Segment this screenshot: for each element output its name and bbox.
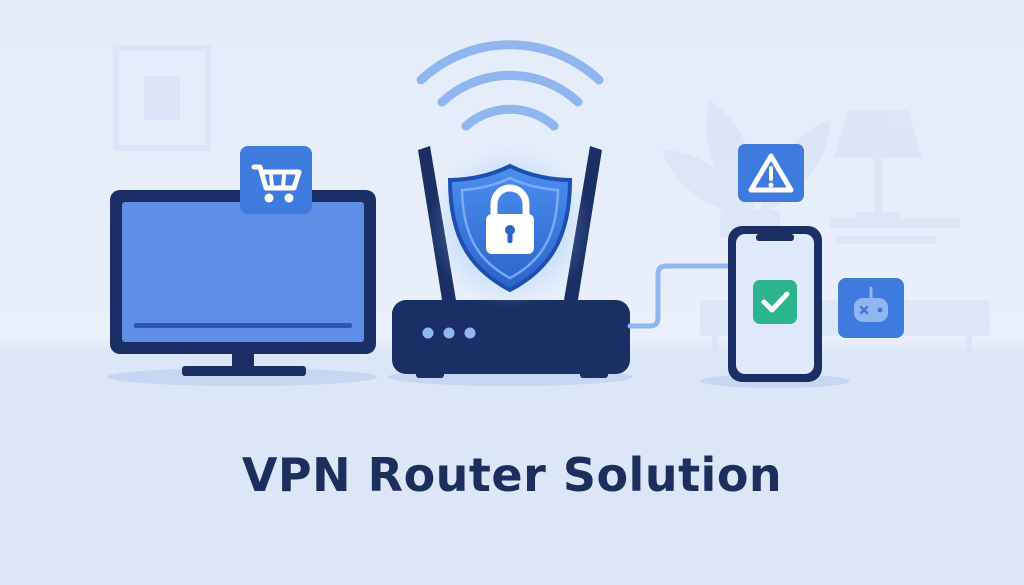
wall-picture-frame (113, 45, 211, 151)
check-icon (753, 280, 797, 324)
shopping-cart-icon (240, 146, 312, 214)
floor (0, 352, 1024, 585)
wifi-signal-icon (416, 40, 604, 131)
shield-lock-icon (428, 144, 592, 308)
cable-connector (627, 263, 735, 329)
router-led (422, 327, 434, 339)
router-led (464, 327, 476, 339)
page-title: VPN Router Solution (241, 448, 783, 502)
game-controller-icon (838, 278, 904, 338)
router-led (443, 327, 455, 339)
smartphone-icon (728, 226, 822, 382)
tv-icon (110, 190, 376, 376)
warning-icon (738, 144, 804, 202)
lamp-decor (834, 110, 922, 218)
